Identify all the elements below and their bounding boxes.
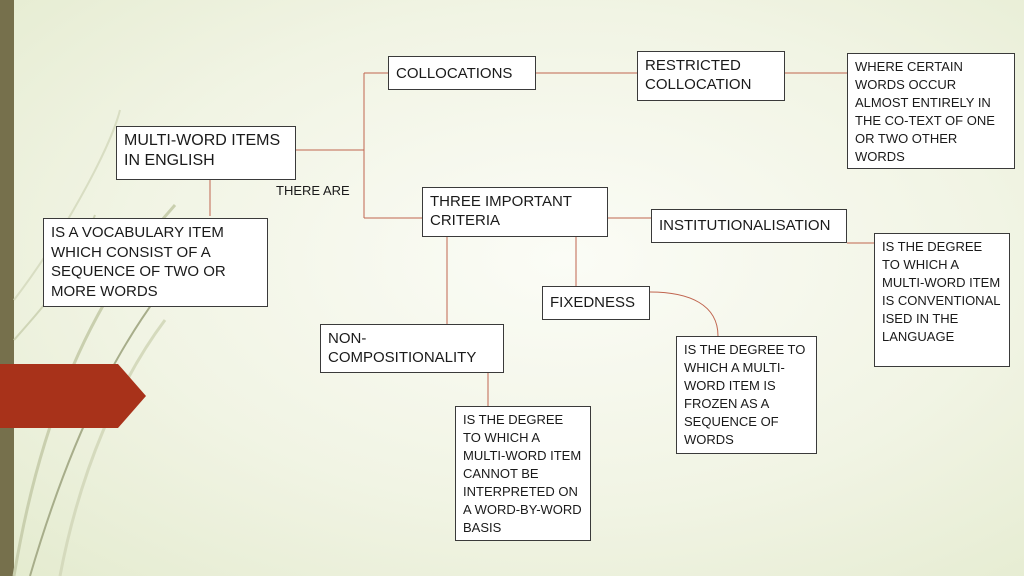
node-fixedness-definition: IS THE DEGREE TO WHICH A MULTI-WORD ITEM…: [676, 336, 817, 454]
node-restricted-collocation: RESTRICTED COLLOCATION: [637, 51, 785, 101]
node-label: IS THE DEGREE TO WHICH A MULTI-WORD ITEM…: [684, 342, 806, 447]
node-non-compositionality: NON-COMPOSITIONALITY: [320, 324, 504, 373]
node-collocations: COLLOCATIONS: [388, 56, 536, 90]
node-label: THREE IMPORTANT CRITERIA: [430, 193, 572, 230]
grass-curve: [13, 109, 121, 301]
node-restricted-collocation-definition: WHERE CERTAIN WORDS OCCUR ALMOST ENTIREL…: [847, 53, 1015, 169]
edge-label-there-are: THERE ARE: [276, 183, 350, 198]
node-label: COLLOCATIONS: [396, 65, 513, 82]
node-definition: IS A VOCABULARY ITEM WHICH CONSIST OF A …: [43, 218, 268, 307]
node-label: INSTITUTIONALISATION: [659, 217, 831, 234]
node-label: IS THE DEGREE TO WHICH A MULTI-WORD ITEM…: [882, 239, 1001, 344]
node-institutionalisation: INSTITUTIONALISATION: [651, 209, 847, 243]
node-institutionalisation-definition: IS THE DEGREE TO WHICH A MULTI-WORD ITEM…: [874, 233, 1010, 367]
node-label: IS A VOCABULARY ITEM WHICH CONSIST OF A …: [51, 224, 226, 300]
node-fixedness: FIXEDNESS: [542, 286, 650, 320]
node-non-compositionality-definition: IS THE DEGREE TO WHICH A MULTI-WORD ITEM…: [455, 406, 591, 541]
node-label: RESTRICTED COLLOCATION: [645, 57, 752, 94]
node-label: WHERE CERTAIN WORDS OCCUR ALMOST ENTIREL…: [855, 59, 995, 164]
node-label: NON-COMPOSITIONALITY: [328, 330, 477, 367]
grass-curve: [58, 319, 167, 576]
node-label: FIXEDNESS: [550, 294, 636, 311]
left-sidebar-bar: [0, 0, 14, 576]
node-three-important-criteria: THREE IMPORTANT CRITERIA: [422, 187, 608, 237]
node-multi-word-items: MULTI-WORD ITEMS IN ENGLISH: [116, 126, 296, 180]
node-label: MULTI-WORD ITEMS IN ENGLISH: [124, 132, 281, 170]
red-arrow-banner: [0, 364, 146, 428]
node-label: IS THE DEGREE TO WHICH A MULTI-WORD ITEM…: [463, 412, 582, 535]
